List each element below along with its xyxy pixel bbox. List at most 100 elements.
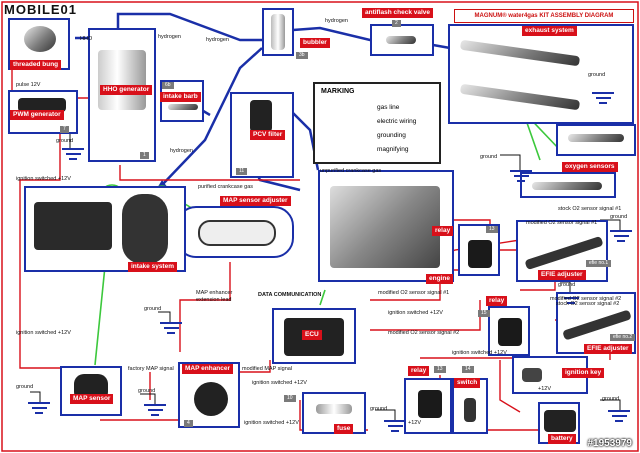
mod-o2-signal-2b: modified O2 sensor signal #2 <box>550 296 622 302</box>
ignition-text: ignition switched +12V <box>244 420 299 426</box>
pwm-generator-number: 7 <box>60 126 69 133</box>
oxygen-sensors-box <box>556 124 636 156</box>
oxygen-sensor-2-box <box>520 172 616 198</box>
switch-label: switch <box>454 378 481 388</box>
hho-generator-image <box>98 50 146 110</box>
battery-image <box>544 410 576 432</box>
ignition-key-image <box>522 368 542 382</box>
switch-number: 14 <box>462 366 474 373</box>
factory-map-text: factory MAP signal <box>128 366 174 372</box>
ground-text: ground <box>588 72 606 78</box>
fuse-number: 10 <box>284 395 296 402</box>
map-enhancer-image <box>194 382 228 416</box>
ignition-text: ignition switched +12V <box>388 310 443 316</box>
hydrogen-text: hydrogen <box>325 18 348 24</box>
ground-symbol <box>160 322 182 336</box>
legend-gas-line: gas line <box>377 104 400 111</box>
relay-3-box <box>404 378 452 434</box>
battery-label: battery <box>548 434 576 444</box>
ground-text: ground <box>144 306 162 312</box>
intake-barb-label: intake barb <box>160 92 201 102</box>
plus12-text: +12V <box>408 420 421 426</box>
relay-2-label: relay <box>486 296 508 306</box>
ignition-text: ignition switched +12V <box>16 330 71 336</box>
antiflash-number: 2 <box>392 20 401 27</box>
map-enhancer-number: 4 <box>184 420 193 427</box>
pwm-generator-label: PWM generator <box>10 110 64 120</box>
ground-text: ground <box>610 214 628 220</box>
ground-symbol <box>610 230 632 244</box>
unpurified-gas-text: unpurified crankcase gas <box>320 168 382 174</box>
ignition-text: ignition switched +12V <box>252 380 307 386</box>
relay-1-number: 13 <box>486 226 498 233</box>
bubbler-box <box>262 8 294 56</box>
hydrogen-text: hydrogen <box>206 37 229 43</box>
pwm-generator-image <box>18 98 66 112</box>
map-sensor-label: MAP sensor <box>70 394 114 404</box>
legend-heading: MARKING <box>321 88 355 95</box>
legend-electric-wiring: electric wiring <box>377 118 417 125</box>
efie-2-number: efie no.2 <box>610 334 636 341</box>
ecu-box <box>272 308 356 364</box>
relay-3-image <box>418 390 442 418</box>
relay-1-image <box>468 240 492 268</box>
hho-text: HHO <box>80 36 93 42</box>
exhaust-pipe-upper <box>459 39 581 67</box>
watermark: #1953979 <box>587 438 633 449</box>
relay-2-box <box>488 306 530 356</box>
hho-generator-number: 1 <box>140 152 149 159</box>
threaded-bung-label: threaded bung <box>10 60 62 70</box>
efie-adjuster-1-label: EFIE adjuster <box>538 270 586 280</box>
mod-o2-signal-1b: modified O2 sensor signal #1 <box>526 220 598 226</box>
ground-text: ground <box>370 406 388 412</box>
stock-o2-signal-2: stock O2 sensor signal #2 <box>556 301 620 307</box>
fuse-label: fuse <box>334 424 354 434</box>
ground-text: ground <box>558 282 576 288</box>
bubbler-image <box>271 14 285 50</box>
data-communication-text: DATA COMMUNICATION <box>258 292 322 298</box>
map-enhancer-label: MAP enhancer <box>182 364 234 374</box>
stock-o2-signal-1: stock O2 sensor signal #1 <box>558 206 622 212</box>
relay-1-label: relay <box>432 226 454 236</box>
efie-adjuster-2-label: EFIE adjuster <box>584 344 632 354</box>
ignition-text: ignition switched +12V <box>452 350 507 356</box>
switch-image <box>464 398 476 422</box>
threaded-bung-image <box>24 26 56 52</box>
intake-system-label: intake system <box>128 262 177 272</box>
ignition-key-label: ignition key <box>562 368 605 378</box>
antiflash-check-valve-box <box>370 24 434 56</box>
relay-2-image <box>498 318 522 346</box>
legend-grounding: grounding <box>377 132 406 139</box>
pulse-text: pulse 12V <box>16 82 41 88</box>
map-enhancer-ext-text: MAP enhancer extension lead <box>196 290 233 303</box>
oxygen-sensor-2-image <box>532 182 602 190</box>
relay-3-number: 13 <box>434 366 446 373</box>
ground-text: ground <box>480 154 498 160</box>
relay-2-number: 15 <box>478 310 490 317</box>
purified-gas-text: purified crankcase gas <box>198 184 254 190</box>
pcv-filter-label: PCV filter <box>250 130 286 140</box>
intake-barb-image <box>168 104 198 110</box>
air-filter-image <box>34 202 112 250</box>
ground-symbol <box>510 170 532 184</box>
ground-text: ground <box>56 138 74 144</box>
oxygen-sensor-image <box>568 134 624 142</box>
intake-hose-image <box>122 194 168 264</box>
map-adjuster-image <box>198 220 276 246</box>
hydrogen-text: hydrogen <box>170 148 193 154</box>
ground-text: ground <box>16 384 34 390</box>
ground-symbol <box>62 148 84 162</box>
ground-text: ground <box>138 388 156 394</box>
antiflash-check-valve-label: antiflash check valve <box>362 8 434 18</box>
ignition-text: ignition switched +12V <box>16 176 71 182</box>
intake-system-box <box>24 186 186 272</box>
exhaust-system-box <box>448 24 634 124</box>
fuse-image <box>316 404 352 414</box>
engine-image <box>330 186 440 268</box>
oxygen-sensors-label: oxygen sensors <box>562 162 618 172</box>
site-logo: MOBILE01 <box>4 2 78 17</box>
mod-o2-signal-1: modified O2 sensor signal #1 <box>378 290 450 296</box>
ground-symbol <box>384 420 406 434</box>
modified-map-text: modified MAP signal <box>242 366 293 372</box>
ecu-label: ECU <box>302 330 322 340</box>
